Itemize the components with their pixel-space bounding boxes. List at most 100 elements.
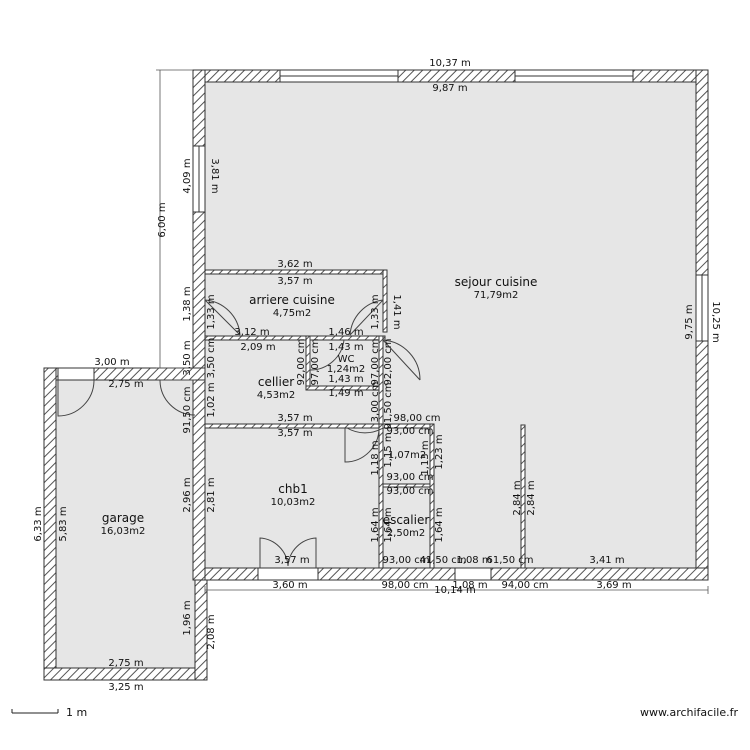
- room-area-degagement: 1,07m2: [388, 450, 426, 461]
- bottom-window: [454, 567, 492, 581]
- garage-wall-left: [43, 367, 57, 681]
- dim-wc-right-1: 97,00 cm: [370, 338, 381, 385]
- wall-sejour-partition: [520, 424, 526, 569]
- dimension-texts-horizontal: 10,37 m 9,87 m 3,62 m 3,57 m 3,12 m 1,46…: [94, 58, 631, 693]
- dim-wc-in-1: 1,43 m: [328, 342, 363, 353]
- garage-wall-bottom: [43, 667, 208, 681]
- dim-bottom-out-4: 94,00 cm: [501, 580, 548, 591]
- room-name-escalier: escalier: [383, 513, 430, 527]
- room-name-cellier: cellier: [258, 375, 294, 389]
- dim-deg-v4: 1,15 m: [383, 432, 394, 467]
- wall-esc-top: [382, 483, 431, 488]
- watermark: www.archifacile.fr: [640, 706, 738, 719]
- room-area-wc: 1,24m2: [327, 364, 365, 375]
- dim-chb-left-1: 2,96 m: [182, 477, 193, 512]
- dim-left-total: 6,00 m: [157, 202, 168, 237]
- dim-bottom-out-3: 1,08 m: [452, 580, 487, 591]
- dim-left-upper-outer: 4,09 m: [182, 158, 193, 193]
- dim-deg-v1: 3,00 cm: [370, 382, 381, 423]
- room-name-arriere: arriere cuisine: [249, 293, 335, 307]
- dimension-lines: [156, 69, 709, 594]
- dim-wc-bottom: 1,49 m: [328, 388, 363, 399]
- dim-deg-1: 93,00 cm: [386, 426, 433, 437]
- garage-wall-right: [194, 579, 208, 681]
- room-name-sejour: sejour cuisine: [455, 275, 538, 289]
- door-swing-entrance-right: [287, 537, 317, 568]
- dim-cel-bottom-2: 3,57 m: [277, 428, 312, 439]
- dim-left-upper-inner: 3,81 m: [209, 158, 220, 193]
- dim-arr-left-1: 1,38 m: [182, 286, 193, 321]
- wall-arriere-right: [382, 269, 388, 333]
- door-swing-cellier-right: [382, 339, 421, 381]
- wall-esc-left: [378, 423, 384, 569]
- dim-right-outer: 10,25 m: [710, 301, 721, 343]
- room-area-cellier: 4,53m2: [257, 390, 295, 401]
- dim-bottom-in-2: 41,50 cm: [419, 555, 466, 566]
- dim-arr-bottom: 3,12 m: [234, 327, 269, 338]
- dim-sej-v1: 2,84 m: [512, 480, 523, 515]
- door-swing-entrance-left: [259, 537, 289, 568]
- room-area-arriere: 4,75m2: [273, 308, 311, 319]
- interior-walls: [204, 269, 526, 569]
- dim-cel-left-3: 91,50 cm: [182, 386, 193, 433]
- wall-left: [192, 69, 206, 379]
- dim-esc-v1: 1,64 m: [370, 507, 381, 542]
- dim-arr-top-1: 3,62 m: [277, 259, 312, 270]
- door-swing-arriere-right: [349, 299, 384, 336]
- dim-esc-v3: 1,64 m: [434, 507, 445, 542]
- dim-wc-left-2: 97,00 cm: [310, 338, 321, 385]
- dim-bottom-out-1: 3,60 m: [272, 580, 307, 591]
- dim-bottom-in-4: 61,50 cm: [486, 555, 533, 566]
- room-name-chb1: chb1: [278, 482, 307, 496]
- room-area-chb1: 10,03m2: [271, 497, 316, 508]
- dim-esc-top: 93,00 cm: [386, 472, 433, 483]
- door-swing-wc: [309, 336, 345, 371]
- windows: [57, 69, 709, 581]
- dim-sej-v2: 2,84 m: [526, 480, 537, 515]
- garage-floor: [56, 380, 195, 668]
- dim-chb-left-2: 2,81 m: [206, 477, 217, 512]
- scale-label: 1 m: [66, 706, 87, 719]
- dim-wc-top: 1,46 m: [328, 327, 363, 338]
- dim-gar-top-inner: 2,75 m: [108, 379, 143, 390]
- room-area-sejour: 71,79m2: [474, 290, 519, 301]
- dim-deg-v6: 1,23 m: [434, 434, 445, 469]
- dim-gar-left-outer: 6,33 m: [33, 506, 44, 541]
- dim-cel-left-4: 1,02 m: [206, 382, 217, 417]
- dim-arr-left-2: 1,33 m: [206, 294, 217, 329]
- dim-chb-bottom: 3,57 m: [274, 555, 309, 566]
- entrance-door-opening: [257, 567, 319, 581]
- dim-deg-v3: 1,18 m: [370, 440, 381, 475]
- dim-esc-top2: 93,00 cm: [386, 486, 433, 497]
- dim-cel-left-2: 3,50 cm: [206, 338, 217, 379]
- dim-top-outer: 10,37 m: [429, 58, 471, 69]
- garage-door-opening: [57, 367, 95, 381]
- dim-cel-left-1: 3,50 m: [182, 340, 193, 375]
- room-name-garage: garage: [102, 511, 144, 525]
- dim-bottom-in-1: 93,00 cm: [382, 555, 429, 566]
- house-floor: [205, 82, 696, 568]
- dimension-texts-vertical: 6,00 m 4,09 m 3,81 m 9,75 m 10,25 m 1,38…: [33, 158, 721, 649]
- dim-deg-2: 98,00 cm: [393, 413, 440, 424]
- dim-bottom-out-5: 3,69 m: [596, 580, 631, 591]
- dim-wc-left-1: 92,00 cm: [296, 338, 307, 385]
- door-swing-chb1: [344, 427, 380, 463]
- dim-wc-right-2: 92,00 cm: [383, 338, 394, 385]
- room-name-wc: WC: [338, 354, 355, 365]
- floor-areas: [56, 82, 696, 668]
- dim-wc-in-2: 1,43 m: [328, 374, 363, 385]
- room-area-garage: 16,03m2: [101, 526, 146, 537]
- wall-left-lower: [192, 377, 206, 581]
- dim-gar-top-outer: 3,00 m: [94, 357, 129, 368]
- dim-cel-top: 2,09 m: [240, 342, 275, 353]
- dim-deg-v2: 91,50 cm: [383, 382, 394, 429]
- dim-cel-bottom-1: 3,57 m: [277, 413, 312, 424]
- wall-deg-right: [429, 423, 435, 569]
- dim-arr-right-2: 1,41 m: [391, 294, 402, 329]
- dim-right-inner: 9,75 m: [684, 304, 695, 339]
- dim-gar-bottom-inner: 2,75 m: [108, 658, 143, 669]
- door-swing-garage: [57, 379, 95, 417]
- door-swing-garage-cellier: [159, 379, 196, 416]
- door-swing-arriere: [204, 299, 241, 336]
